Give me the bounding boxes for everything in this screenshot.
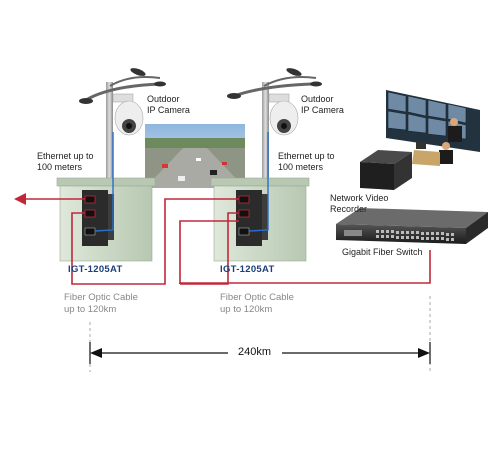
ethernet-lines — [94, 132, 269, 232]
ip-camera-left-icon — [112, 93, 144, 136]
camera-left-label-line1: Outdoor — [147, 94, 180, 104]
ethernet-right-label-line2: 100 meters — [278, 162, 324, 172]
arrow-right-icon — [418, 348, 430, 358]
fiber-left-label-line1: Fiber Optic Cable — [64, 292, 138, 303]
ethernet-right-label: Ethernet up to 100 meters — [278, 151, 335, 173]
operator-figures — [412, 118, 462, 166]
gigabit-switch-icon — [336, 208, 488, 244]
fiber-lines — [22, 198, 431, 285]
fiber-right-label: Fiber Optic Cable up to 120km — [220, 292, 294, 316]
distance-label: 240km — [238, 346, 272, 358]
fiber-arrow-icon — [14, 193, 26, 205]
street-pole-right — [227, 68, 322, 182]
ethernet-left-label-line1: Ethernet up to — [37, 151, 94, 161]
nvr-label: Network Video Recorder — [330, 193, 388, 215]
ethernet-right-label-line1: Ethernet up to — [278, 151, 335, 161]
fiber-right-label-line2: up to 120km — [220, 304, 273, 315]
cabinet-left — [56, 177, 156, 262]
fiber-left-label: Fiber Optic Cable up to 120km — [64, 292, 138, 316]
model-left-label: IGT-1205AT — [68, 264, 123, 275]
camera-left-label: Outdoor IP Camera — [147, 94, 190, 116]
camera-right-label: Outdoor IP Camera — [301, 94, 344, 116]
fiber-right-label-line1: Fiber Optic Cable — [220, 292, 294, 303]
arrow-left-icon — [90, 348, 102, 358]
camera-left-label-line2: IP Camera — [147, 105, 190, 115]
switch-label: Gigabit Fiber Switch — [342, 247, 423, 257]
camera-right-label-line2: IP Camera — [301, 105, 344, 115]
model-right-label: IGT-1205AT — [220, 264, 275, 275]
nvr-label-line1: Network Video — [330, 193, 389, 203]
ethernet-left-label-line2: 100 meters — [37, 162, 83, 172]
nvr-label-line2: Recorder — [330, 204, 368, 214]
nvr-device-icon — [360, 150, 412, 190]
street-pole-left — [79, 68, 166, 182]
video-wall — [386, 90, 480, 152]
camera-right-label-line1: Outdoor — [301, 94, 334, 104]
cabinet-right — [210, 177, 310, 262]
ethernet-left-label: Ethernet up to 100 meters — [37, 151, 94, 173]
ip-camera-right-icon — [268, 93, 299, 136]
fiber-left-label-line2: up to 120km — [64, 304, 117, 315]
